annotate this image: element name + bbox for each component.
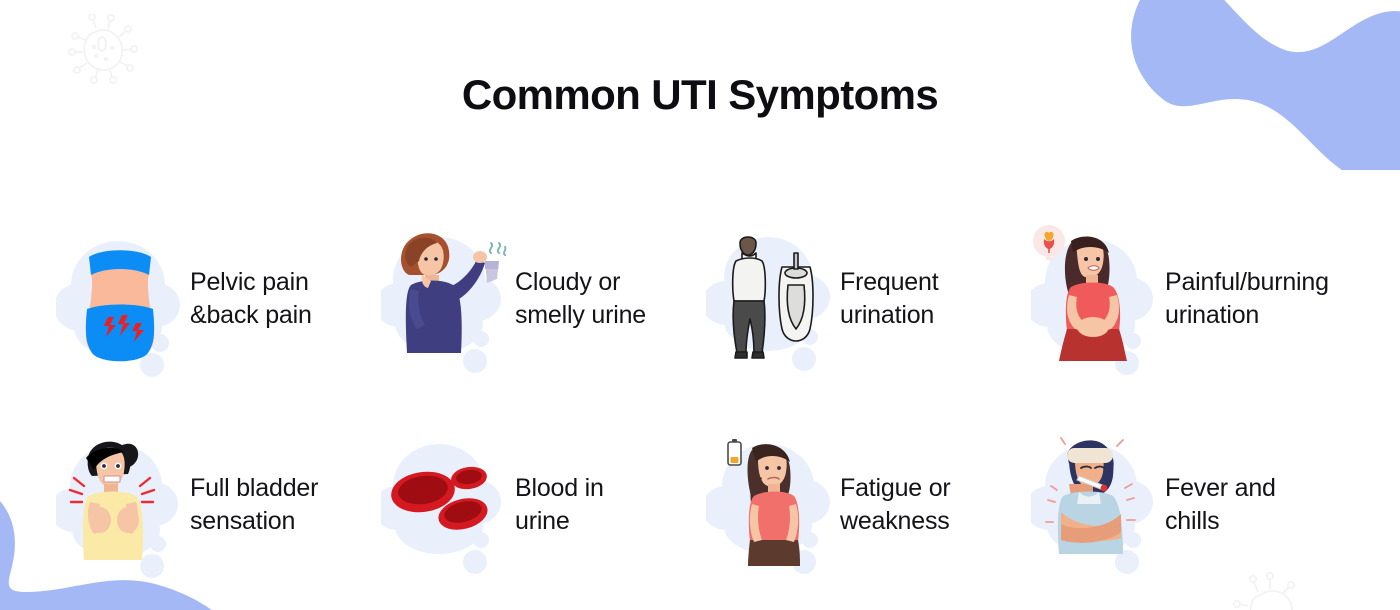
symptom-label-line-2: weakness [840,507,950,535]
torso-shape [85,250,155,362]
symptom-item-frequent-urination[interactable]: Frequent urination [706,196,1031,402]
symptom-label-line-2: &back pain [190,301,312,329]
woman-figure [401,233,507,353]
blood-cells-icon [381,430,509,580]
symptom-item-blood-in-urine[interactable]: Blood in urine [381,402,706,608]
pelvic-pain-torso-icon [56,219,184,379]
low-battery-icon [727,439,742,466]
symptom-label-line-1: Cloudy or [515,268,621,296]
symptom-item-full-bladder[interactable]: Full bladder sensation [56,402,381,608]
symptom-label-line-2: sensation [190,507,296,535]
symptom-label: Full bladder sensation [190,472,318,538]
symptom-label-line-1: Fever and [1165,474,1276,502]
fever-figure [1045,437,1136,554]
symptom-label: Painful/burning urination [1165,266,1329,332]
symptom-label-line-2: urination [840,301,935,329]
symptom-item-painful-urination[interactable]: Painful/burning urination [1031,196,1356,402]
symptom-label-line-1: Fatigue or [840,474,951,502]
page-title: Common UTI Symptoms [461,71,939,118]
woman-figure [747,444,800,566]
red-blood-cells [391,466,488,530]
fever-chills-person-icon [1031,430,1159,580]
symptom-label-line-2: urination [1165,301,1260,329]
symptom-label-line-2: chills [1165,507,1220,535]
painful-urination-woman-icon [1031,219,1159,379]
woman-figure [68,441,156,560]
pain-bolts [104,315,144,342]
symptom-item-fatigue[interactable]: Fatigue or weakness [706,402,1031,608]
symptom-item-cloudy-urine[interactable]: Cloudy or smelly urine [381,196,706,402]
symptom-label: Pelvic pain &back pain [190,266,312,332]
symptom-label-line-1: Pelvic pain [190,268,309,296]
symptom-label-line-1: Full bladder [190,474,319,502]
full-bladder-woman-icon [56,430,184,580]
symptom-label: Cloudy or smelly urine [515,266,646,332]
frequent-urination-man-urinal-icon [706,219,834,379]
symptom-label-line-1: Frequent [840,268,939,296]
symptom-item-fever-chills[interactable]: Fever and chills [1031,402,1356,608]
symptom-label-line-2: urine [515,507,570,535]
symptoms-grid: Pelvic pain &back pain [56,196,1356,608]
symptom-item-pelvic-pain[interactable]: Pelvic pain &back pain [56,196,381,402]
fatigue-woman-low-battery-icon [706,430,834,580]
symptom-label: Frequent urination [840,266,939,332]
symptom-label-line-2: smelly urine [515,301,646,329]
bladder-thought-bubble [1033,225,1065,261]
symptom-label: Blood in urine [515,472,604,538]
smelly-urine-woman-icon [381,219,509,379]
symptom-label: Fever and chills [1165,472,1276,538]
woman-figure [1059,236,1127,361]
symptom-label-line-1: Painful/burning [1165,268,1329,296]
symptom-label-line-1: Blood in [515,474,604,502]
symptom-label: Fatigue or weakness [840,472,951,538]
